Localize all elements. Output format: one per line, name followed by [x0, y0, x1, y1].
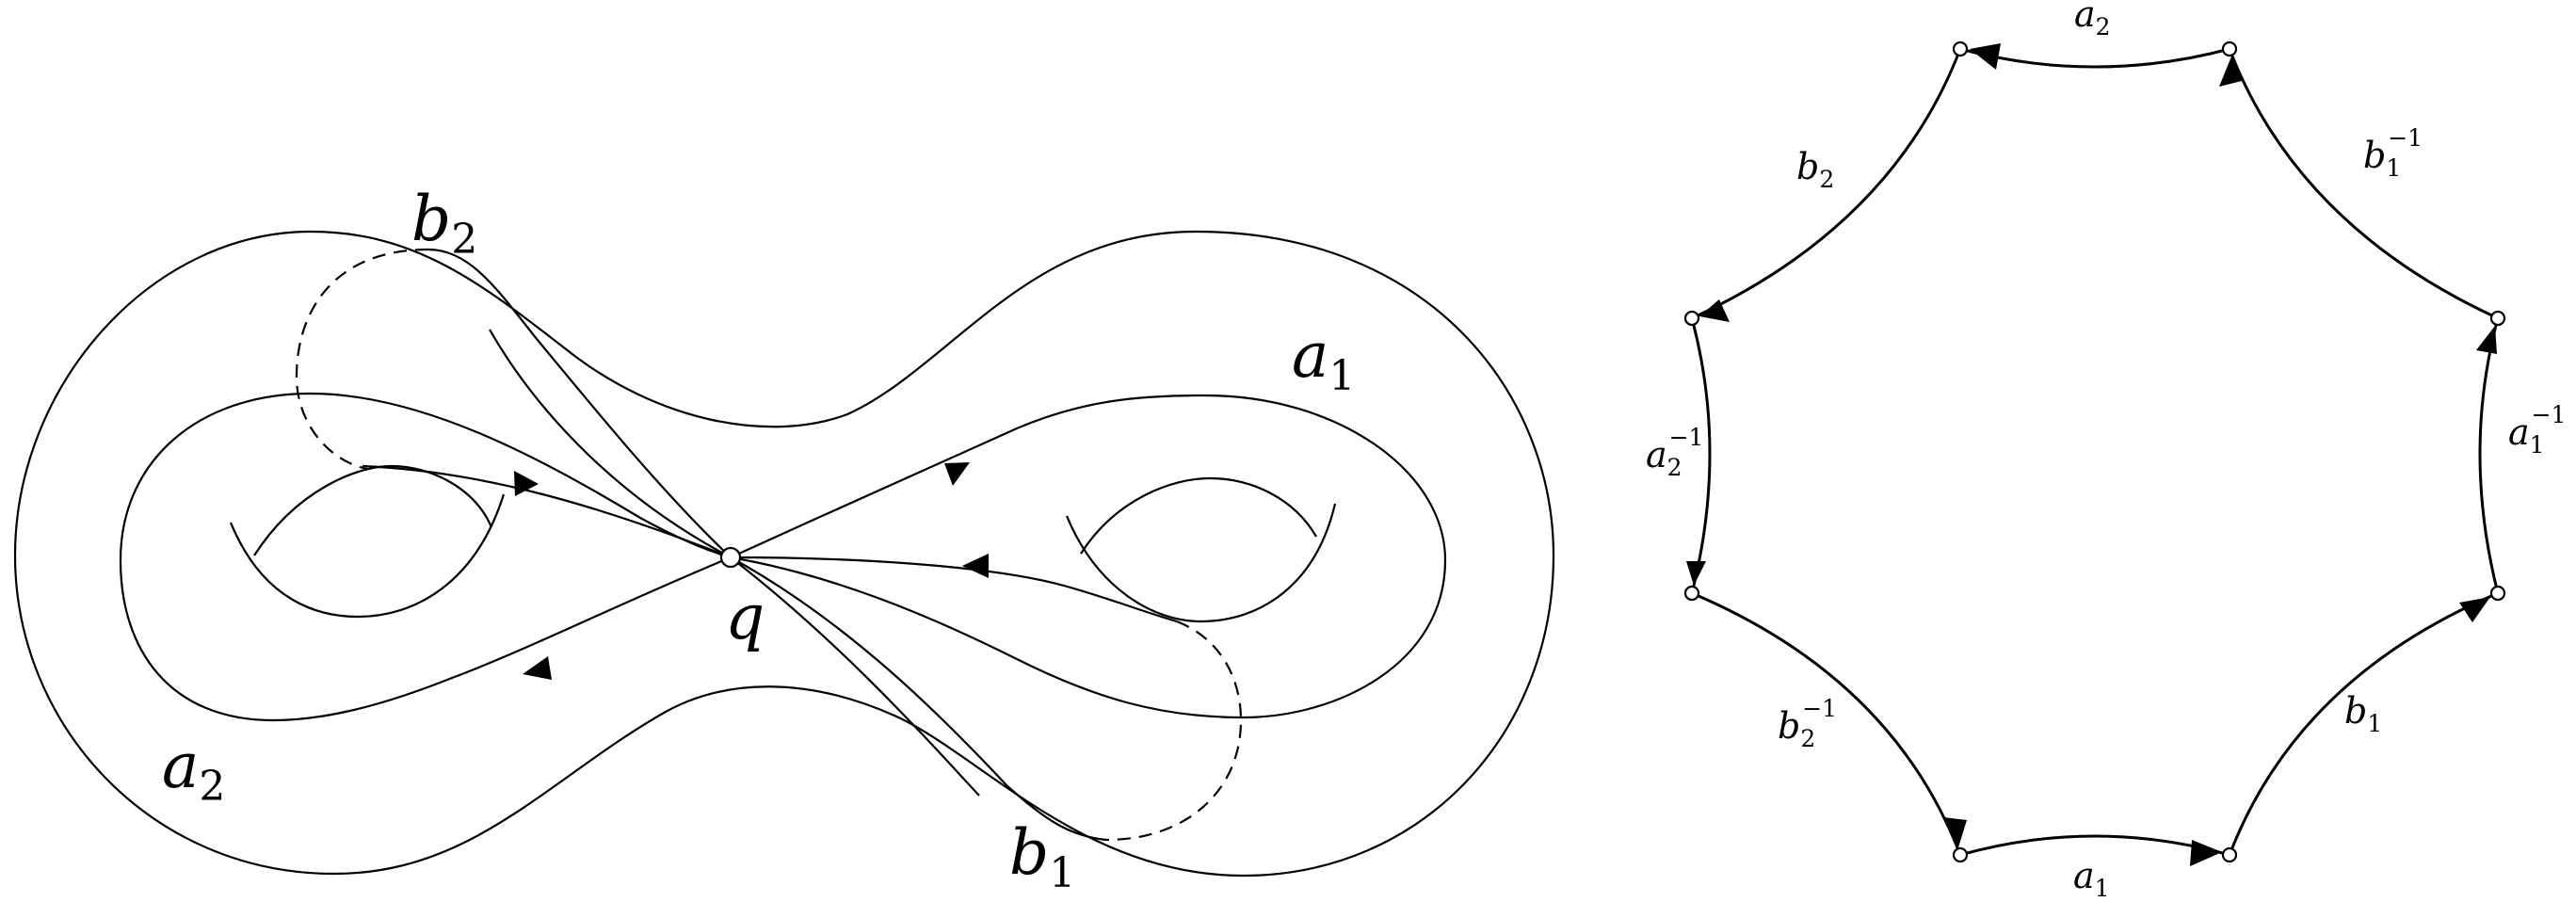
vertex [1952, 846, 1969, 863]
left-hole-lower [229, 493, 506, 619]
right-hole-lower [1065, 503, 1337, 623]
loop-b1 [730, 556, 1107, 842]
edge-upper-right [2228, 48, 2499, 320]
edge-upper-left [1691, 48, 1962, 320]
arrow-a1-lower [962, 554, 989, 578]
right-hole-upper [1080, 476, 1317, 555]
edge-left [1690, 317, 1712, 594]
arrow-right [2476, 326, 2497, 354]
loop-a1 [730, 394, 1447, 719]
label-b2: b2 [411, 183, 477, 264]
label-a1: a1 [1292, 319, 1355, 400]
basepoint-q [719, 546, 742, 569]
vertex [2221, 40, 2238, 57]
edge-label-right: a1−1 [2508, 401, 2566, 459]
edge-label-left: a2−1 [1646, 424, 1703, 481]
edge-top [1959, 47, 2230, 69]
arrow-left [1686, 561, 1706, 586]
b2-dashed [295, 248, 429, 471]
genus-two-surface: q b2 a1 a2 b1 [13, 183, 1555, 897]
loop-b2 [427, 248, 732, 558]
vertex [1683, 585, 1700, 602]
arrow-bottom [2190, 840, 2222, 866]
edge-label-upper-left: b2 [1796, 146, 1834, 193]
edge-label-upper-right: b1−1 [2363, 124, 2423, 182]
vertex [2489, 585, 2506, 602]
edge-label-lower-left: b2−1 [1778, 695, 1837, 752]
arrow-lower-right [2459, 597, 2490, 622]
arrow-lower-left [1943, 817, 1967, 847]
edge-lower-left [1691, 591, 1962, 856]
edge-bottom [1959, 834, 2230, 857]
vertex [2221, 846, 2238, 863]
edge-label-top: a2 [2074, 0, 2111, 40]
arrow-upper-right [2219, 56, 2242, 87]
loop-a2 [119, 392, 732, 722]
a2-strand [362, 464, 732, 559]
b2-back [489, 329, 732, 558]
vertex [1683, 310, 1700, 327]
vertex [1952, 40, 1969, 57]
edge-lower-right [2228, 591, 2499, 856]
arrow-a2-upper [514, 471, 539, 496]
a1-strand [730, 556, 1178, 623]
b1-dashed [1105, 620, 1243, 842]
arrow-a1-upper [944, 462, 970, 486]
left-hole-upper [253, 464, 493, 556]
edge-label-lower-right: b1 [2344, 690, 2382, 737]
arrow-upper-left [1699, 299, 1730, 322]
label-b1: b1 [1009, 816, 1075, 897]
fundamental-octagon: a2 b1−1 a1−1 b1 a1 b2−1 a2−1 b2 [1646, 0, 2566, 902]
vertex [2489, 310, 2506, 327]
edge-label-bottom: a1 [2073, 855, 2110, 902]
b1-back [730, 556, 980, 797]
label-q: q [725, 581, 765, 653]
label-a2: a2 [162, 730, 225, 811]
surface-outline [13, 230, 1555, 878]
arrow-a2-lower [523, 656, 552, 680]
arrow-top [1970, 43, 2001, 70]
edge-right [2478, 317, 2500, 594]
